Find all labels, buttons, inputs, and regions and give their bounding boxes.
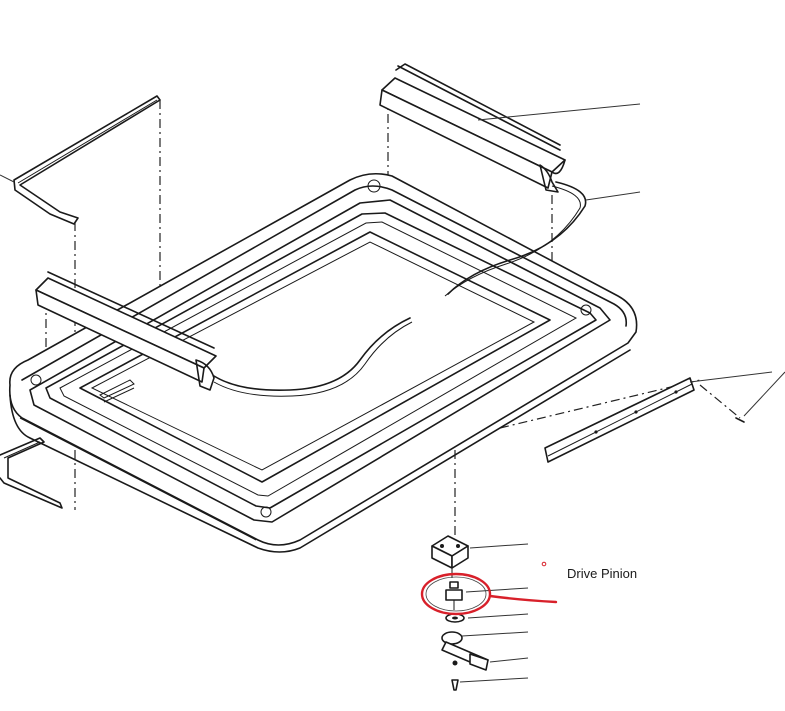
washer [445,613,529,623]
drive-pinion-highlight [420,561,558,616]
side-trim-strip [544,371,785,463]
right-operator-housing [379,63,641,193]
drive-pinion [445,581,529,610]
left-gasket-strip [0,95,161,225]
left-cable [213,317,413,397]
gearbox-block [431,535,529,578]
skylight-frame [8,172,638,553]
right-cable [444,181,641,297]
left-operator-housing [35,271,217,391]
retaining-screw [451,660,529,691]
lower-left-gasket-strip [0,437,63,509]
drive-pinion-label: Drive Pinion [567,566,638,581]
crank-handle [441,631,529,671]
